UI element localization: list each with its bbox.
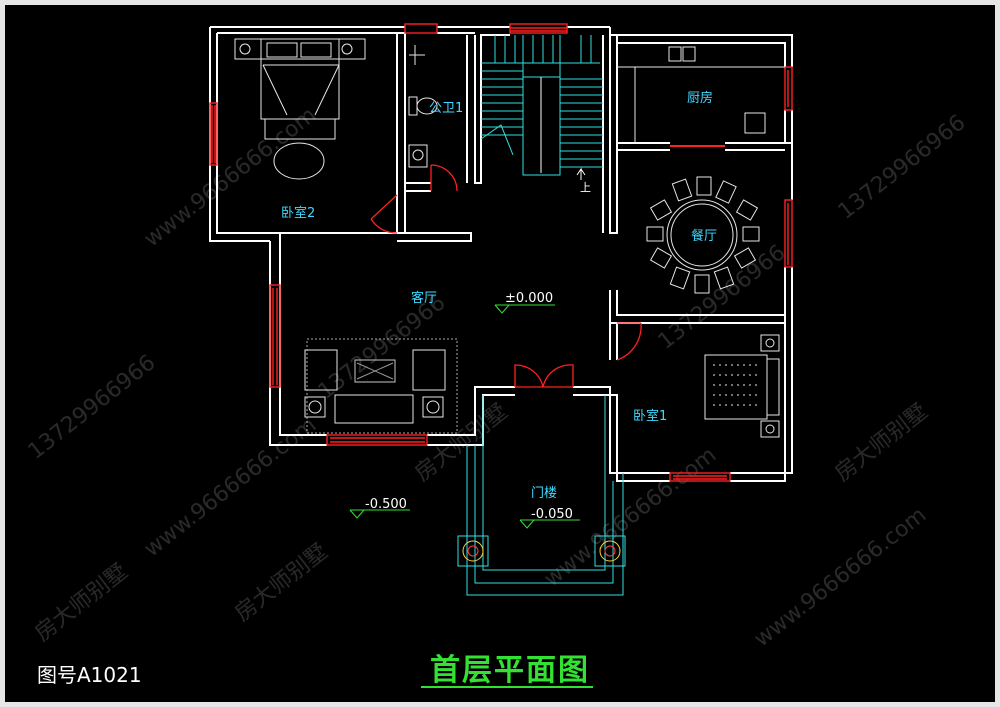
drawing-number: 图号A1021 — [37, 663, 142, 687]
stair-arrow — [540, 77, 586, 180]
wall-bedroom2-door-jamb — [396, 191, 406, 233]
window-stair-glass — [510, 27, 567, 32]
dining-table — [646, 176, 760, 294]
label-porch: 门楼 — [531, 486, 557, 501]
window-living-left — [269, 284, 281, 388]
porch-column-left — [457, 535, 489, 567]
door-bathroom — [430, 164, 458, 192]
wall-dining — [609, 150, 785, 324]
window-living-bottom — [326, 434, 428, 446]
porch-column-right — [594, 535, 626, 567]
label-living: 客厅 — [411, 290, 437, 306]
wall-bedroom1-left — [609, 323, 618, 360]
porch-outline-inner — [474, 445, 614, 584]
stair-stringers — [494, 35, 592, 175]
wall-bedroom1-bottom — [573, 386, 670, 482]
wall-living-bottom — [427, 386, 515, 446]
title-underline — [421, 686, 593, 688]
label-bedroom2: 卧室2 — [281, 205, 315, 221]
wall-right-upper — [784, 110, 793, 200]
bed-bedroom2 — [234, 38, 366, 180]
door-bedroom2 — [370, 194, 398, 234]
windows — [209, 23, 793, 482]
doors — [370, 164, 642, 388]
porch-outline-outer — [466, 445, 624, 596]
elevation-mark-living — [494, 304, 555, 314]
elevation-markers — [349, 304, 580, 529]
elevation-living: ±0.000 — [505, 291, 553, 306]
window-kitchen — [784, 66, 793, 111]
elevation-labels: ±0.000 -0.500 -0.050 — [365, 291, 573, 522]
window-bedroom1 — [669, 472, 731, 482]
window-bath-top — [404, 23, 438, 34]
elevation-mark-outside — [349, 509, 410, 519]
wall-top — [210, 26, 793, 67]
label-dining: 餐厅 — [691, 228, 717, 244]
floor-plan-drawing: 卧室2 公卫1 厨房 餐厅 客厅 卧室1 门楼 上 ±0.000 -0.500 … — [209, 23, 793, 596]
wall-left-upper — [209, 27, 270, 242]
window-bedroom2 — [209, 102, 218, 166]
door-main-entry — [514, 364, 574, 388]
staircase — [480, 35, 603, 180]
window-living-left-glass — [272, 288, 278, 385]
porch-structure — [457, 395, 626, 596]
label-kitchen: 厨房 — [687, 90, 713, 106]
wall-bedroom2-inner — [216, 33, 397, 234]
window-living-glass — [330, 437, 425, 443]
living-sofa-set — [304, 338, 458, 434]
elevation-outside: -0.500 — [365, 497, 407, 512]
room-labels: 卧室2 公卫1 厨房 餐厅 客厅 卧室1 门楼 上 — [281, 90, 717, 501]
stair-break-line — [480, 124, 514, 156]
wall-kitchen — [616, 42, 786, 143]
label-bedroom1: 卧室1 — [633, 408, 667, 424]
stair-treads-right — [560, 78, 603, 168]
drawing-title: 首层平面图 — [430, 653, 590, 688]
label-bathroom: 公卫1 — [429, 101, 463, 116]
window-bedroom1-glass — [673, 475, 727, 480]
porch-step — [482, 395, 606, 571]
wall-stair-left — [466, 34, 510, 184]
door-bedroom1 — [616, 322, 642, 361]
wall-right-lower — [730, 267, 793, 482]
wall-kitchen-dining — [617, 142, 792, 151]
wall-living-top — [397, 232, 472, 242]
furniture — [234, 38, 785, 438]
bathroom-fixtures — [408, 45, 438, 168]
bed-bedroom1 — [704, 334, 780, 438]
elevation-mark-porch — [519, 519, 580, 529]
elevation-porch: -0.050 — [531, 507, 573, 522]
window-bedroom2-glass — [211, 105, 216, 163]
kitchen-fixtures — [617, 46, 785, 143]
window-dining — [784, 199, 793, 268]
label-stair-up: 上 — [580, 181, 591, 194]
